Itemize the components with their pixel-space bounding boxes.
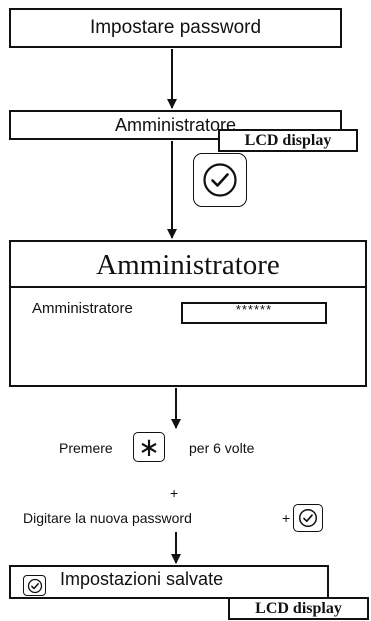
lcd-display-saved: Impostazioni salvate xyxy=(9,565,329,599)
confirm-key-small-icon xyxy=(293,504,323,532)
star-key-icon: ∗ xyxy=(133,432,165,462)
instruction-times: per 6 volte xyxy=(189,440,255,456)
step-administrator-label: Amministratore xyxy=(114,114,237,135)
check-circle-icon xyxy=(298,508,318,528)
instruction-type-password: Digitare la nuova password xyxy=(23,510,192,526)
lcd-title: Amministratore xyxy=(96,248,280,281)
lcd-field-label: Amministratore xyxy=(32,300,133,317)
step-administrator: Amministratore xyxy=(9,110,342,140)
plus-sign: + xyxy=(170,485,179,501)
step-set-password-label: Impostare password xyxy=(89,17,262,38)
check-circle-icon xyxy=(23,575,46,596)
lcd-display-tag-2: LCD display xyxy=(228,597,369,620)
lcd-display-tag: LCD display xyxy=(218,129,358,152)
lcd-divider xyxy=(11,286,365,288)
settings-saved-message: Impostazioni salvate xyxy=(60,569,224,589)
password-mask: ****** xyxy=(235,301,273,317)
password-field: ****** xyxy=(181,302,327,324)
lcd-display-administrator: Amministratore Amministratore ****** xyxy=(9,240,367,387)
check-circle-icon xyxy=(203,163,237,197)
confirm-key-icon xyxy=(193,153,247,207)
instruction-press: Premere xyxy=(59,440,113,456)
plus-sign-inline: + xyxy=(282,510,291,526)
step-set-password: Impostare password xyxy=(9,8,342,48)
